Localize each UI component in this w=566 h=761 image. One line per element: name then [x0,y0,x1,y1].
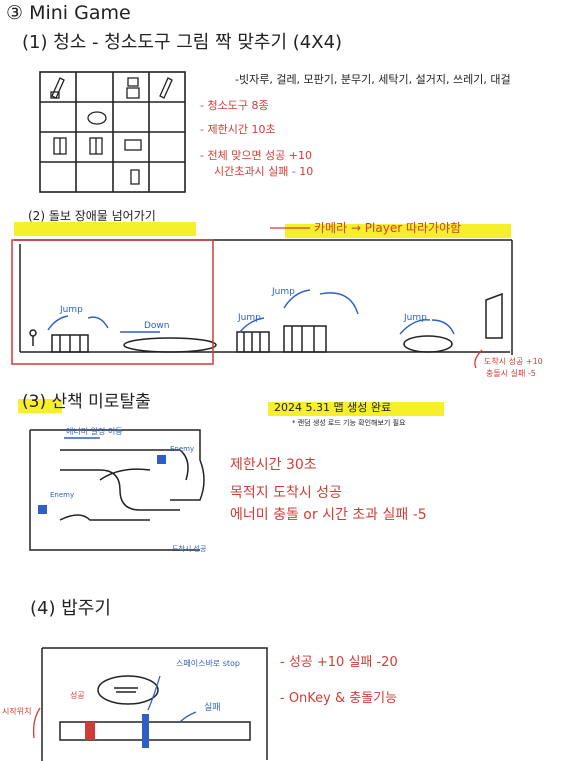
goal-fail-note: 충돌시 실패 -5 [486,369,536,378]
grid-card-icons [50,77,173,185]
date-note: 2024 5.31 맵 생성 완료 [274,401,392,414]
feeding-scene [41,647,268,761]
section-1-heading: (1) 청소 - 청소도구 그림 짝 맞추기 (4X4) [22,32,343,53]
success-zone [85,722,95,740]
tool-count-note: - 청소도구 8종 [200,99,269,112]
maze-goal-label: 도착시 성공 [172,545,207,553]
goal-success-note: 도착시 성공 +10 [484,357,543,366]
jump-label: Jump [238,313,261,323]
tools-note: -빗자루, 걸레, 모판기, 분무기, 세탁기, 설거지, 쓰레기, 대걸 [235,73,511,86]
highlight-section-3 [18,399,62,413]
memory-grid [39,71,186,193]
date-subnote: * 랜덤 생성 로드 기능 확인해보기 필요 [292,419,406,427]
jump-label: Jump [272,287,295,297]
fail-note: 시간초과시 실패 - 10 [214,165,314,178]
enemy-move-label: 에너미 일정 이동 [66,427,123,436]
down-label: Down [144,321,170,331]
time-limit-note: - 제한시간 10초 [200,123,276,136]
enemy-label: Enemy [170,445,195,453]
feeding-key-rule: - OnKey & 충돌기능 [280,691,398,706]
feeding-score-rule: - 성공 +10 실패 -20 [280,655,398,670]
section-3-heading: (3) 산책 미로탈출 [22,392,151,412]
highlight-date [268,402,444,416]
highlight-section-2 [14,222,196,236]
reset-label: 시작위치 [2,707,32,716]
maze-time-rule: 제한시간 30초 [230,457,317,473]
camera-note: 카메라 → Player 따라가야함 [314,221,462,235]
maze-fail-rule: 에너미 충돌 or 시간 초과 실패 -5 [230,507,427,523]
jump-arrows [47,289,455,335]
jump-label: Jump [60,305,83,315]
jump-label: Jump [404,313,427,323]
page-title: ③ Mini Game [6,2,131,24]
enemy-label: Enemy [50,491,75,499]
section-2-heading: (2) 돌보 장애물 넘어가기 [28,209,156,223]
maze-sketch [29,429,205,551]
stop-marker [142,714,149,748]
runner-scene [14,239,513,355]
camera-view-frame [11,239,214,365]
maze-enemies [38,455,166,514]
section-4-heading: (4) 밥주기 [30,598,111,619]
highlight-camera-note [285,224,511,238]
success-zone-label: 성공 [70,691,85,700]
stop-label: 스페이스바로 stop [176,659,240,668]
maze-success-rule: 목적지 도착시 성공 [230,485,342,501]
failure-label: 실패 [204,703,221,713]
success-note: - 전체 맞으면 성공 +10 [200,149,313,162]
